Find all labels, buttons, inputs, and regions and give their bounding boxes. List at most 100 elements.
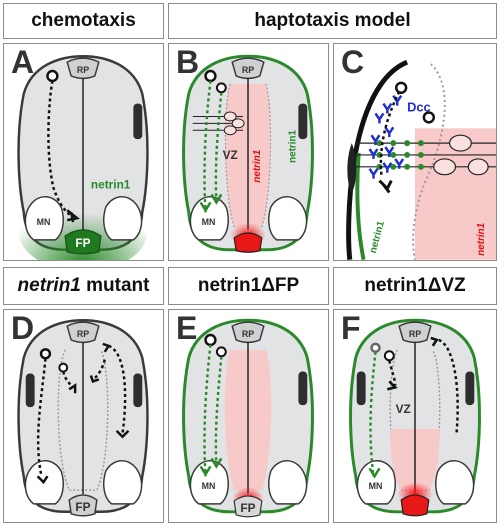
growth-cone [199, 193, 223, 213]
header-netrin1-dfp: netrin1ΔFP [168, 267, 329, 305]
floor-plate [233, 495, 263, 518]
growth-cone-black [387, 336, 439, 391]
roof-plate [231, 57, 265, 80]
header-chemotaxis-label: chemotaxis [31, 10, 136, 31]
floor-plate [233, 232, 263, 253]
panel-d-diagram: RP FP [17, 318, 149, 517]
commissural-neuron-2 [422, 111, 436, 124]
mn-label: MN [369, 481, 383, 491]
header-netrin1-mutant: netrin1 mutant [3, 267, 164, 305]
commissural-neuron [46, 69, 59, 83]
panel-e-diagram: RP MN FP [182, 318, 314, 518]
progenitor-somas [223, 111, 245, 136]
panel-a-diagram: RP netrin1 MN FP [17, 54, 149, 260]
panel-letter-c: C [341, 44, 365, 80]
panel-letter-a: A [11, 44, 35, 80]
motor-column-right [435, 460, 475, 505]
roof-plate [66, 321, 100, 344]
neuron-2 [58, 362, 69, 373]
neuron-1 [370, 342, 381, 354]
axon-3 [108, 344, 127, 434]
dcc-label: Dcc [407, 100, 431, 115]
drg [298, 371, 308, 406]
axon-2 [62, 371, 75, 389]
commissural-neuron-1 [204, 333, 217, 347]
rp-label: RP [409, 329, 421, 339]
floor-plate [64, 229, 102, 255]
panel-e: RP MN FP E [168, 309, 329, 523]
mn-label: MN [202, 217, 216, 227]
floor-plate [68, 494, 98, 517]
header-haptotaxis-label: haptotaxis model [254, 10, 411, 31]
commissural-neuron-1 [204, 69, 217, 83]
roof-plate [66, 57, 100, 80]
growth-cones [36, 342, 130, 485]
panel-letter-e: E [176, 310, 198, 346]
commissural-neuron-2 [215, 346, 227, 358]
drg-left [25, 373, 35, 408]
drg [347, 143, 357, 193]
commissural-neuron-1 [394, 81, 408, 94]
fp-label: FP [75, 500, 90, 514]
motor-column-right [268, 196, 308, 241]
panel-b: RP VZ netrin1 netrin1 MN B [168, 43, 329, 261]
header-netrin1-dvz: netrin1ΔVZ [333, 267, 497, 305]
neuron-1 [39, 348, 52, 360]
panel-c: Dcc netrin1 netrin1 C [333, 43, 497, 261]
dcc-receptors [368, 95, 405, 179]
rp-label: RP [242, 65, 254, 75]
header-dfp-label: netrin1ΔFP [197, 275, 300, 296]
axon-1 [369, 351, 377, 477]
vz-label: VZ [396, 402, 411, 416]
rp-label: RP [242, 329, 254, 339]
drg [298, 103, 308, 140]
vz-label: VZ [223, 148, 238, 162]
panel-d: RP FP D [3, 309, 164, 523]
netrin1-green-label: netrin1 [368, 219, 387, 254]
axon-4 [92, 359, 106, 381]
axon-3 [438, 338, 459, 434]
drg-left [356, 371, 366, 406]
motor-column-left [189, 196, 229, 241]
rp-label: RP [77, 65, 89, 75]
roof-plate [231, 321, 265, 344]
header-chemotaxis: chemotaxis [3, 3, 164, 39]
vz-boundary [412, 63, 446, 260]
panel-b-diagram: RP VZ netrin1 netrin1 MN [182, 54, 314, 253]
floor-plate [400, 494, 430, 517]
netrin1-red-label: netrin1 [476, 223, 487, 256]
axon-trajectory [47, 80, 74, 219]
roof-plate [398, 321, 432, 344]
axon-1 [36, 358, 47, 477]
growth-cone [378, 179, 393, 194]
rp-label: RP [77, 329, 89, 339]
panel-f: RP VZ MN F [333, 309, 497, 523]
axon-trajectory [379, 91, 401, 175]
axon-2 [388, 360, 397, 386]
drg-right [133, 373, 143, 408]
header-dvz-label: netrin1ΔVZ [364, 275, 466, 296]
progenitor-somas [433, 134, 489, 176]
panel-letter-f: F [341, 310, 361, 346]
netrin1-green-label: netrin1 [287, 129, 298, 162]
neuron-2 [383, 350, 395, 362]
motor-column-right [103, 196, 143, 241]
drg [133, 103, 143, 140]
fp-label: FP [240, 501, 255, 515]
panel-letter-d: D [11, 310, 35, 346]
header-mutant-gene: netrin1 [17, 275, 81, 296]
header-haptotaxis-model: haptotaxis model [168, 3, 497, 39]
motor-column-left [189, 460, 229, 505]
netrin1-red-label: netrin1 [252, 150, 263, 183]
growth-cone [66, 209, 80, 223]
axon-trajectory-1 [203, 344, 212, 477]
drg-right [465, 371, 475, 406]
axon-trajectory-2 [214, 92, 223, 203]
netrin1-label: netrin1 [91, 178, 131, 192]
pial-netrin1 [355, 152, 366, 260]
panel-f-diagram: RP VZ MN [349, 318, 481, 517]
growth-cone [199, 457, 223, 477]
motor-column-left [356, 460, 396, 505]
panel-a: RP netrin1 MN FP A [3, 43, 164, 261]
fp-label: FP [75, 236, 90, 250]
